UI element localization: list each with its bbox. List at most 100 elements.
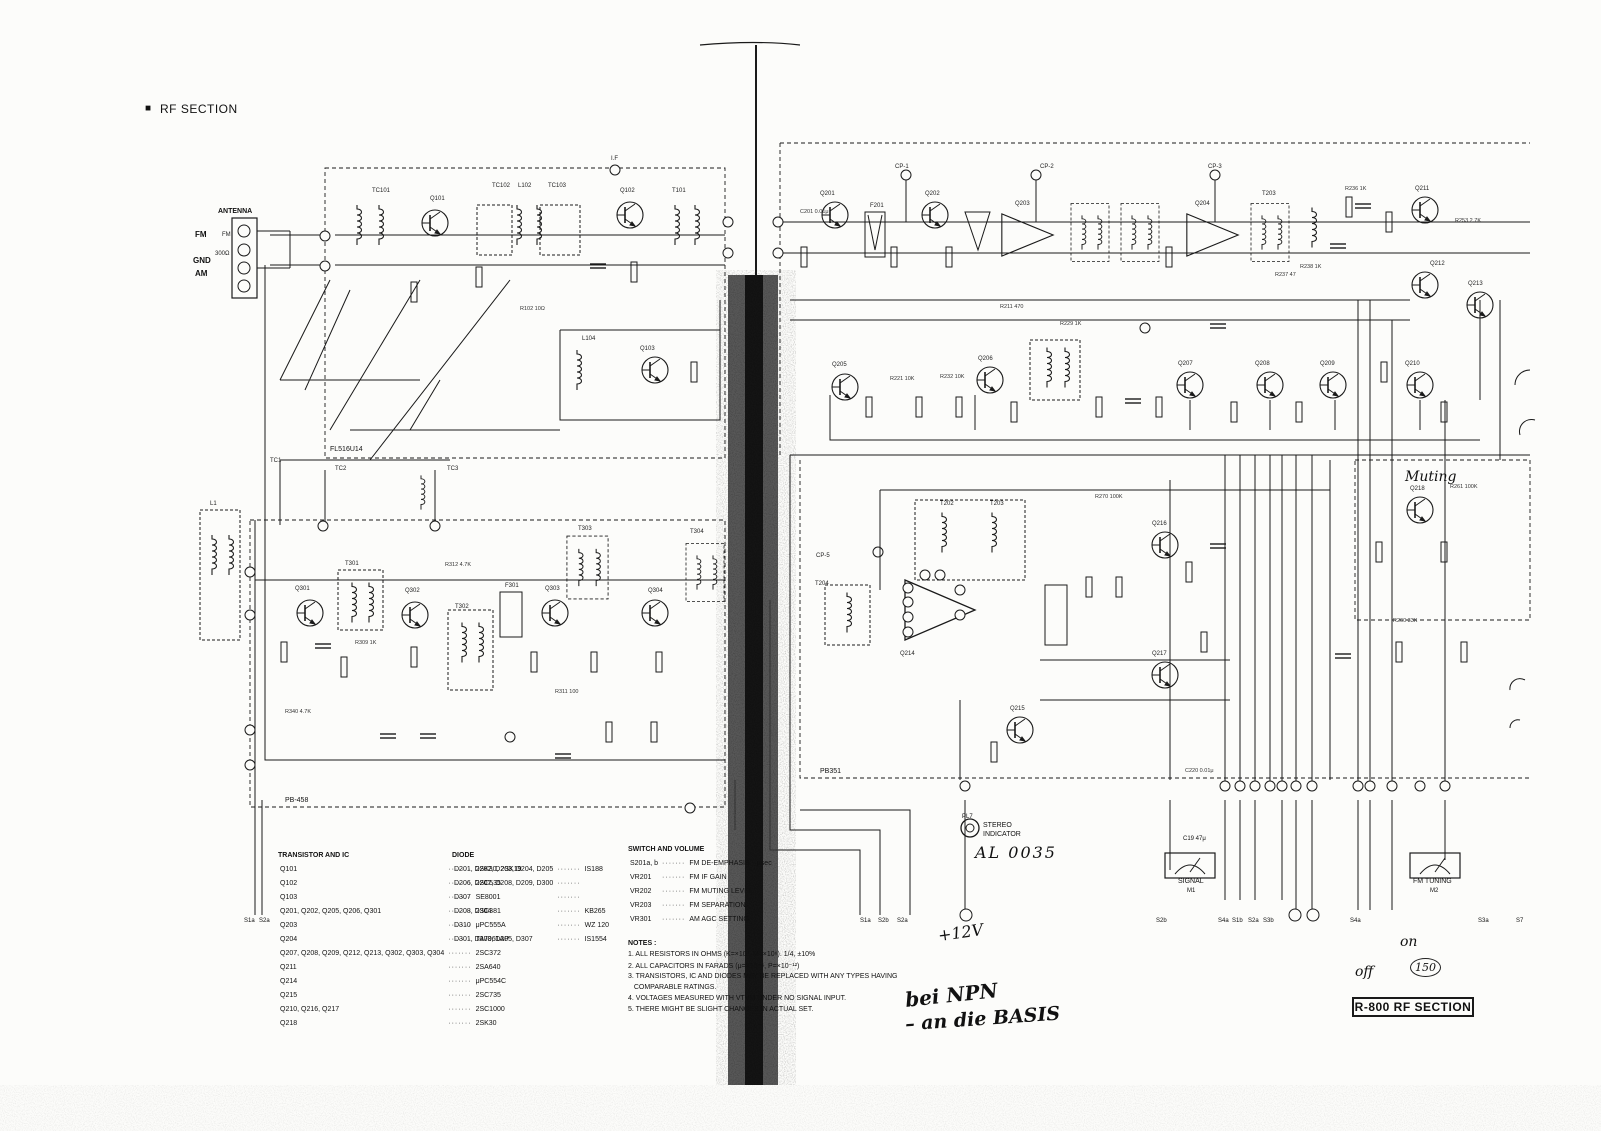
diode-table: DIODE D201, D202, D203, D204, D205······… (452, 852, 609, 946)
notes-line: 4. VOLTAGES MEASURED WITH VTVM UNDER NO … (628, 995, 847, 1002)
leader-dots: ······· (662, 859, 686, 867)
part-cell: 2SC381 (475, 907, 501, 915)
terminal-label: S2b (878, 918, 889, 924)
table-row: Q102·······2SC535 (278, 876, 524, 890)
ref-cell: Q215 (280, 991, 298, 999)
svg-text:F201: F201 (870, 203, 884, 209)
svg-text:C220 0.01μ: C220 0.01μ (1185, 768, 1214, 774)
svg-text:Q301: Q301 (295, 586, 310, 592)
board-label-pb351: PB351 (820, 768, 842, 775)
transistor-table: TRANSISTOR AND IC Q101·······2SK30, 2SK1… (278, 852, 522, 1030)
ref-cell: Q207, Q208, Q209, Q212, Q213, Q302, Q303… (280, 949, 445, 957)
svg-text:Q206: Q206 (978, 356, 993, 362)
svg-text:R102 10Ω: R102 10Ω (520, 306, 545, 312)
svg-text:R211 470: R211 470 (1000, 304, 1023, 310)
svg-text:Q103: Q103 (640, 346, 655, 352)
diode-list: D201, D202, D203, D204, D205·······IS188… (452, 862, 611, 946)
ref-cell: D301, D303, D305, D307 (454, 935, 533, 943)
ref-cell: Q210, Q216, Q217 (280, 1005, 340, 1013)
ref-cell: Q218 (280, 1019, 298, 1027)
signal-meter-ref: M1 (1187, 888, 1196, 894)
svg-text:Q207: Q207 (1178, 361, 1193, 367)
part-cell: 2SC735 (475, 991, 501, 999)
ref-cell: Q203 (280, 921, 298, 929)
ref-cell: D310 (454, 921, 471, 929)
svg-text:Q216: Q216 (1152, 521, 1167, 527)
notes-line: 1. ALL RESISTORS IN OHMS (K=×10³, M=×10⁶… (628, 951, 816, 958)
svg-text:CP-3: CP-3 (1208, 164, 1222, 170)
part-cell: 2SK30, 2SK19 (475, 865, 522, 873)
ref-cell: Q214 (280, 977, 298, 985)
table-row: Q101·······2SK30, 2SK19 (278, 862, 524, 876)
leader-dots: ······· (557, 865, 581, 873)
switch-table-title: SWITCH AND VOLUME (628, 846, 705, 853)
notes-block: NOTES : 1. ALL RESISTORS IN OHMS (K=×10³… (628, 940, 908, 1017)
svg-text:F301: F301 (505, 583, 519, 589)
svg-text:R236 1K: R236 1K (1345, 186, 1367, 192)
part-cell: IS188 (584, 865, 603, 873)
terminal-label: S3b (1263, 918, 1274, 924)
extra-cell: μsec (756, 859, 772, 867)
svg-text:TC102: TC102 (492, 183, 511, 189)
ref-cell: Q211 (280, 963, 297, 971)
part-cell: KB265 (584, 907, 606, 915)
table-row: D208, D304·······KB265 (452, 904, 611, 918)
ref-cell: D201, D202, D203, D204, D205 (454, 865, 554, 873)
table-row: Q214·······μPC554C (278, 974, 524, 988)
table-row: Q103·······SE8001 (278, 890, 524, 904)
leader-dots: ······· (448, 907, 472, 915)
svg-text:Q203: Q203 (1015, 201, 1030, 207)
leader-dots: ······· (448, 865, 472, 873)
table-row: Q215·······2SC735 (278, 988, 524, 1002)
terminal-label: S2b (1156, 918, 1167, 924)
svg-text:R221 10K: R221 10K (890, 376, 915, 382)
stereo-indicator-label: STEREO (983, 822, 1012, 829)
leader-dots: ······· (557, 907, 581, 915)
terminal-label: S4a (1218, 918, 1229, 924)
table-row: D206, D207, D208, D209, D300······· (452, 876, 611, 890)
leader-dots: ······· (448, 935, 472, 943)
svg-text:T302: T302 (455, 604, 469, 610)
leader-dots: ······· (662, 901, 686, 909)
terminal-label: S2a (1248, 918, 1259, 924)
terminal-label: S4a (1350, 918, 1361, 924)
svg-text:Q205: Q205 (832, 362, 847, 368)
table-row: D307······· (452, 890, 611, 904)
handwritten-circled: 150 (1410, 958, 1441, 977)
svg-text:Q213: Q213 (1468, 281, 1483, 287)
leader-dots: ······· (448, 879, 472, 887)
svg-text:Q302: Q302 (405, 588, 420, 594)
terminal-label: S1a (244, 918, 255, 924)
svg-text:R311 100: R311 100 (555, 689, 578, 695)
extra-cell (755, 898, 774, 912)
ref-cell: Q204 (280, 935, 298, 943)
ref-cell: VR203 (630, 901, 652, 909)
svg-text:R238 1K: R238 1K (1300, 264, 1322, 270)
part-cell: μPC554C (475, 977, 507, 985)
table-row: VR201·······FM IF GAIN (628, 870, 774, 884)
sheet-title: R-800 RF SECTION (1354, 1000, 1472, 1014)
notes-line: COMPARABLE RATINGS. (628, 984, 717, 991)
leader-dots: ······· (662, 887, 686, 895)
section-heading: RF SECTION (160, 102, 238, 116)
ref-cell: VR201 (630, 873, 652, 881)
part-cell: WZ 120 (584, 921, 610, 929)
svg-text:Q304: Q304 (648, 588, 663, 594)
board-label-fl: FL516U14 (330, 446, 363, 453)
table-row: Q218·······2SK30 (278, 1016, 524, 1030)
leader-dots: ······· (662, 873, 686, 881)
svg-text:Q214: Q214 (900, 651, 915, 657)
svg-text:CP-1: CP-1 (895, 164, 909, 170)
svg-text:Q217: Q217 (1152, 651, 1167, 657)
svg-text:TC1: TC1 (270, 458, 282, 464)
svg-text:Q101: Q101 (430, 196, 445, 202)
leader-dots: ······· (448, 963, 472, 971)
part-cell: 2SC372 (475, 949, 501, 957)
ref-cell: Q201, Q202, Q205, Q206, Q301 (280, 907, 382, 915)
diode-table-title: DIODE (452, 852, 475, 859)
svg-text:R270 100K: R270 100K (1095, 494, 1123, 500)
ref-cell: VR202 (630, 887, 652, 895)
fn-cell: FM MUTING LEVEL (689, 887, 753, 895)
svg-text:L102: L102 (518, 183, 532, 189)
